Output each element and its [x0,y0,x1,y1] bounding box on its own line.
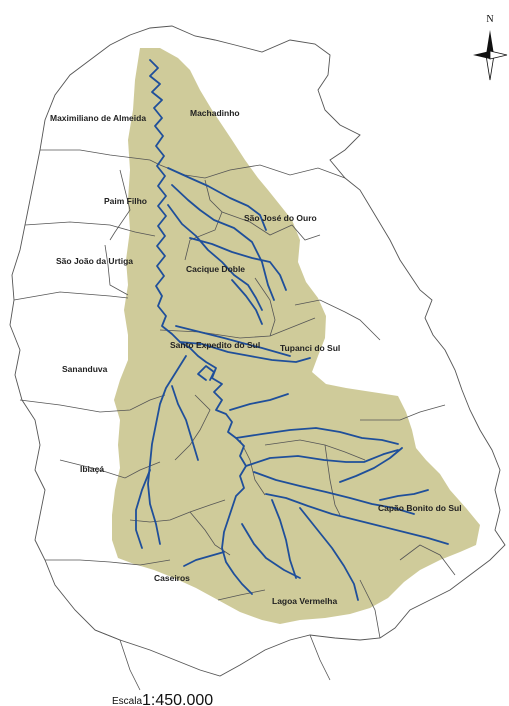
tributary [175,325,291,357]
main-river [149,59,253,595]
label-lagoa-vermelha: Lagoa Vermelha [272,596,337,606]
label-capao-bonito-do-sul: Capão Bonito do Sul [378,503,462,513]
boundary-line [359,579,381,639]
tributary [171,184,275,301]
tributary [241,523,301,579]
tributary [299,507,359,601]
boundary-line [159,164,346,179]
scale-word: Escala [112,696,142,706]
boundary-line [174,394,211,461]
boundary-line [19,394,166,413]
compass-west-point [473,51,490,59]
label-machadinho: Machadinho [190,108,240,118]
tributary [147,355,187,545]
tributary [339,447,403,483]
municipal-boundaries [13,149,456,691]
rivers [135,59,449,601]
label-ibiaca: Ibiaçá [80,464,104,474]
label-santo-expedito-do-sul: Santo Expedito do Sul [170,340,260,350]
tributary [245,449,399,467]
boundary-line [221,211,321,241]
boundary-line [309,634,331,681]
boundary-line [59,459,161,479]
tributary [135,469,151,549]
label-sao-joao-da-urtiga: São João da Urtiga [56,256,133,266]
watershed-area [112,48,480,624]
boundary-line [104,244,129,296]
tributary [253,471,415,515]
boundary-line [360,404,446,421]
boundary-line [129,499,226,523]
tributary [197,365,215,381]
tributary [271,499,297,579]
boundary-line [40,149,161,166]
boundary-line [239,439,266,496]
label-cacique-doble: Cacique Doble [186,264,245,274]
boundary-line [24,221,156,237]
tributary [171,385,199,461]
boundary-line [399,544,456,576]
boundary-line [294,299,381,341]
compass-north-point [486,30,494,55]
boundary-line [217,589,266,601]
tributary [167,204,263,311]
boundary-line [254,277,276,337]
tributary [167,167,267,231]
tributary [229,393,289,411]
tributary [265,493,449,545]
tributary [183,551,225,567]
scale-indicator: Escala 1:450.000 [112,692,213,706]
label-sao-jose-do-ouro: São José do Ouro [244,213,317,223]
boundary-line [159,317,316,339]
label-sananduva: Sananduva [62,364,108,374]
boundary-line [324,444,341,516]
boundary-line [94,629,141,691]
tributary [231,279,263,325]
label-caseiros: Caseiros [154,573,190,583]
boundary-line [109,169,131,241]
tributary [179,341,311,363]
scale-value: 1:450.000 [142,692,213,706]
tributary [379,489,429,501]
municipality-labels: Maximiliano de Almeida Machadinho Paim F… [50,108,462,606]
label-paim-filho: Paim Filho [104,196,147,206]
tributary [189,237,287,291]
label-tupanci-do-sul: Tupanci do Sul [280,343,340,353]
outer-boundary [9,25,506,677]
north-label: N [486,14,493,25]
boundary-line [13,291,129,301]
tributary [235,427,399,445]
north-arrow: N [473,14,508,81]
boundary-line [45,559,171,566]
label-maximiliano: Maximiliano de Almeida [50,113,146,123]
